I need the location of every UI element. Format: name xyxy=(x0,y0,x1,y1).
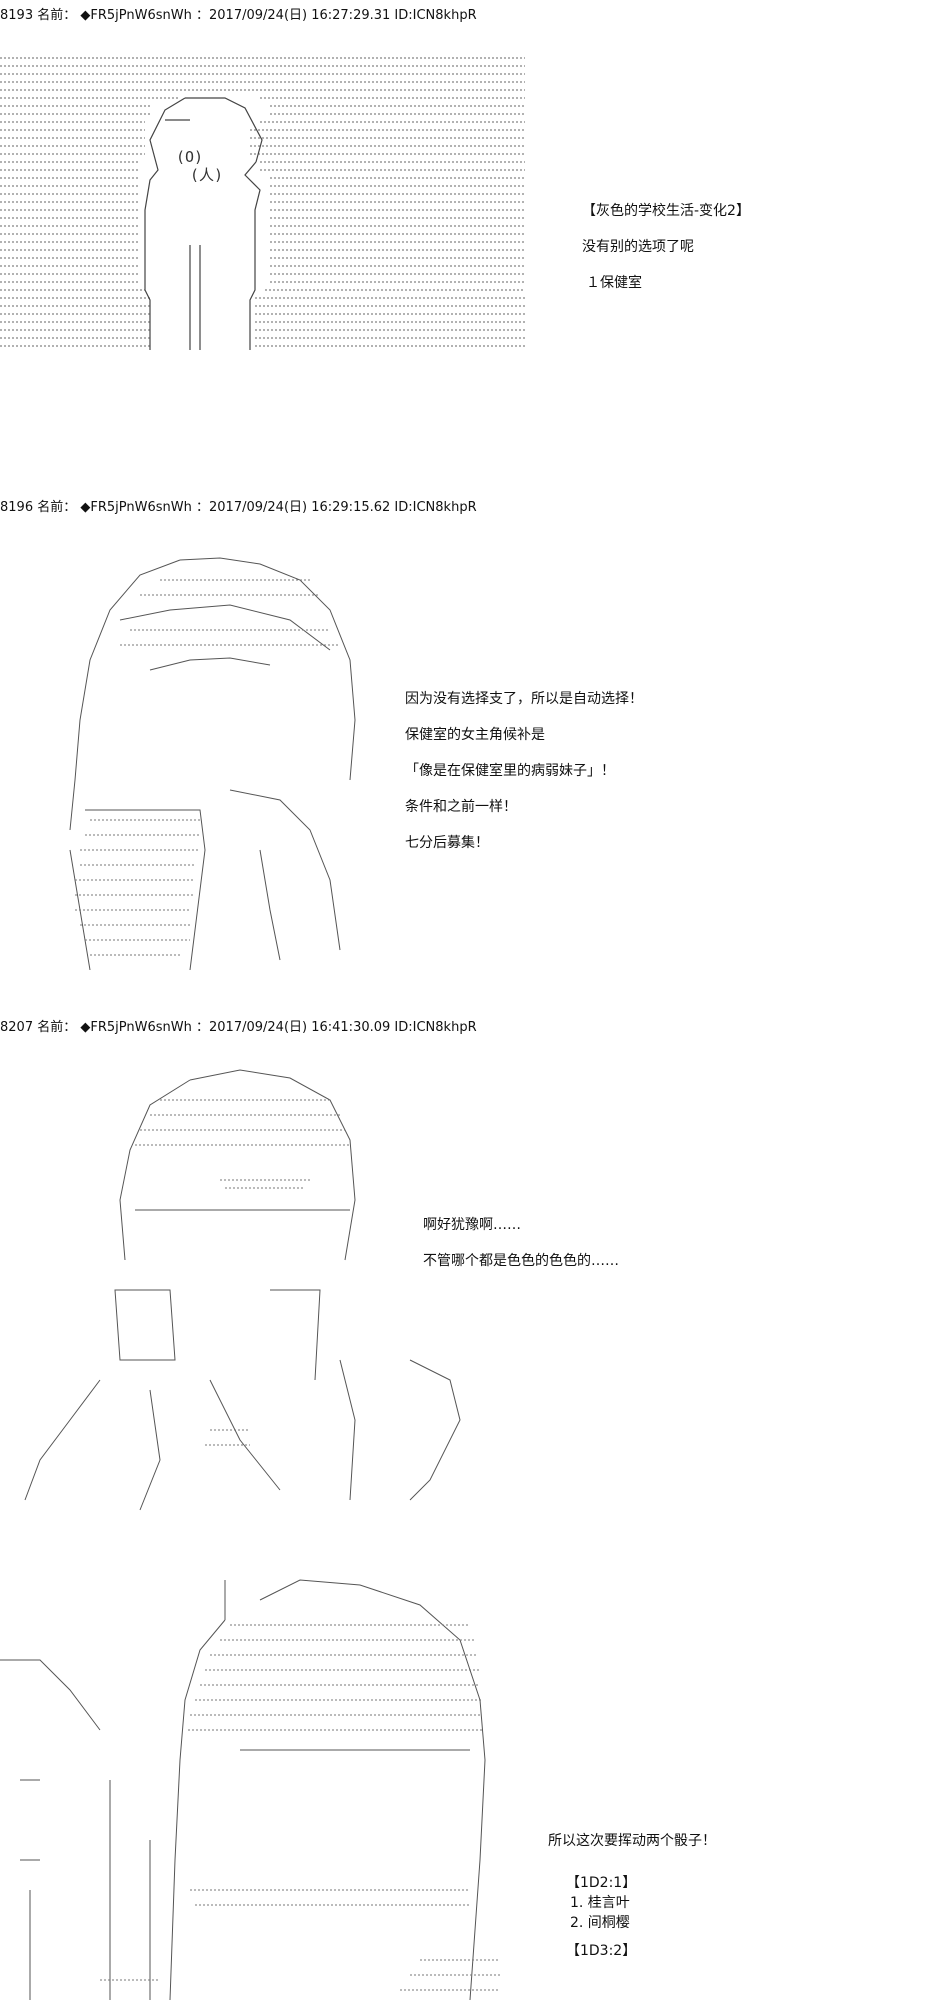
post-line: 啊好犹豫啊…… xyxy=(423,1217,521,1233)
post-8207: 8207 名前： ◆FR5jPnW6snWh ：2017/09/24(日) 16… xyxy=(0,1020,930,1530)
post-datetime: ：2017/09/24(日) 16:29:15.62 xyxy=(196,500,391,515)
trip-code: ◆FR5jPnW6snWh xyxy=(80,500,192,515)
post-line: 七分后募集！ xyxy=(405,835,489,851)
dice-option: 1. 桂言叶 xyxy=(570,1895,630,1911)
post-body: 啊好犹豫啊…… 不管哪个都是色色的色色的…… xyxy=(423,1216,619,1288)
post-datetime: ：2017/09/24(日) 16:27:29.31 xyxy=(196,8,391,23)
post-line: 没有别的选项了呢 xyxy=(582,239,694,255)
post-line: 【灰色的学校生活-变化2】 xyxy=(582,203,750,219)
post-dice: 所以这次要挥动两个骰子！ 【1D2:1】 1. 桂言叶 2. 间桐樱 【1D3:… xyxy=(0,1560,930,2000)
ascii-art-figure-4 xyxy=(0,1560,540,2000)
art-svg-2 xyxy=(69,557,356,970)
post-8193: 8193 名前： ◆FR5jPnW6snWh ：2017/09/24(日) 16… xyxy=(0,6,930,376)
dice-result-1: 【1D2:1】 1. 桂言叶 2. 间桐樱 xyxy=(548,1874,716,1932)
name-label: 名前： xyxy=(37,500,77,515)
ascii-art-figure-1: (O) (人) xyxy=(0,50,530,370)
post-body: 因为没有选择支了，所以是自动选择！ 保健室的女主角候补是 「像是在保健室里的病弱… xyxy=(405,690,643,870)
post-header: 8196 名前： ◆FR5jPnW6snWh ：2017/09/24(日) 16… xyxy=(0,500,477,516)
art-svg-3 xyxy=(24,1069,461,1511)
art-svg-4 xyxy=(0,1579,500,2000)
dice-result-2: 【1D3:2】 xyxy=(548,1942,716,1960)
post-header: 8207 名前： ◆FR5jPnW6snWh ：2017/09/24(日) 16… xyxy=(0,1020,477,1036)
post-line: 保健室的女主角候补是 xyxy=(405,727,545,743)
post-line: 条件和之前一样！ xyxy=(405,799,517,815)
post-header: 8193 名前： ◆FR5jPnW6snWh ：2017/09/24(日) 16… xyxy=(0,8,477,24)
art-face-glyph: (O) xyxy=(176,148,203,166)
post-body: 所以这次要挥动两个骰子！ 【1D2:1】 1. 桂言叶 2. 间桐樱 【1D3:… xyxy=(548,1832,716,1978)
post-number: 8207 xyxy=(0,1020,34,1035)
post-line: 所以这次要挥动两个骰子！ xyxy=(548,1833,716,1849)
post-body: 【灰色的学校生活-变化2】 没有别的选项了呢 １保健室 xyxy=(582,202,750,310)
art-svg-1: (O) (人) xyxy=(0,57,525,350)
post-number: 8193 xyxy=(0,8,34,23)
poster-id: ID:ICN8khpR xyxy=(394,500,477,515)
ascii-art-figure-2 xyxy=(30,550,390,970)
post-line: 「像是在保健室里的病弱妹子」！ xyxy=(405,763,615,779)
dice-title: 【1D3:2】 xyxy=(566,1943,637,1959)
post-line: １保健室 xyxy=(586,275,642,291)
post-line: 因为没有选择支了，所以是自动选择！ xyxy=(405,691,643,707)
post-datetime: ：2017/09/24(日) 16:41:30.09 xyxy=(196,1020,391,1035)
name-label: 名前： xyxy=(37,1020,77,1035)
post-line: 不管哪个都是色色的色色的…… xyxy=(423,1253,619,1269)
trip-code: ◆FR5jPnW6snWh xyxy=(80,8,192,23)
poster-id: ID:ICN8khpR xyxy=(394,8,477,23)
ascii-art-figure-3 xyxy=(10,1060,480,1520)
name-label: 名前： xyxy=(37,8,77,23)
art-mouth-glyph: (人) xyxy=(190,166,223,184)
poster-id: ID:ICN8khpR xyxy=(394,1020,477,1035)
post-8196: 8196 名前： ◆FR5jPnW6snWh ：2017/09/24(日) 16… xyxy=(0,500,930,980)
post-number: 8196 xyxy=(0,500,34,515)
dice-option: 2. 间桐樱 xyxy=(570,1915,630,1931)
trip-code: ◆FR5jPnW6snWh xyxy=(80,1020,192,1035)
dice-title: 【1D2:1】 xyxy=(566,1875,637,1891)
